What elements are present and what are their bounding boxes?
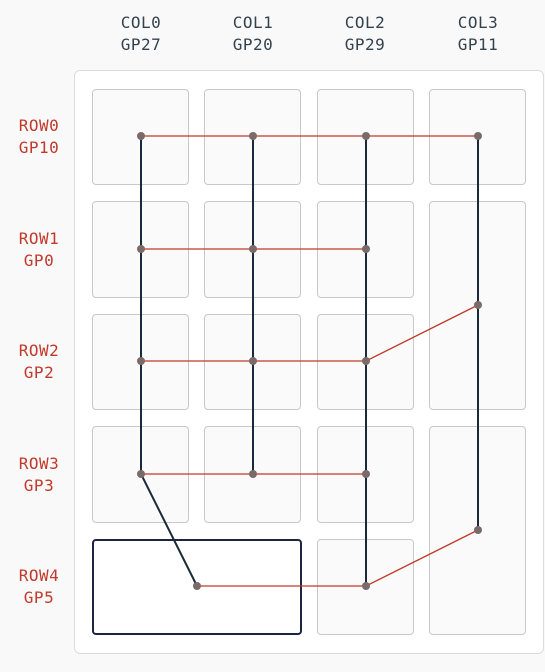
key-r3-c2[interactable] <box>317 426 414 523</box>
row-header-row0: ROW0 GP10 <box>0 115 78 159</box>
column-name: COL3 <box>457 13 499 32</box>
key-r2-c0[interactable] <box>92 314 189 410</box>
row-header-row2: ROW2 GP2 <box>0 340 78 384</box>
row-name: ROW2 <box>18 341 60 360</box>
key-r3-c1[interactable] <box>204 426 301 523</box>
row-name: ROW1 <box>18 229 60 248</box>
row-pin: GP3 <box>23 476 55 495</box>
key-r3r4-c3-tall[interactable] <box>429 426 526 635</box>
row-header-row1: ROW1 GP0 <box>0 228 78 272</box>
column-pin: GP11 <box>457 35 499 54</box>
key-r4-c0-wide-selected[interactable] <box>92 539 302 635</box>
row-pin: GP0 <box>23 251 55 270</box>
column-pin: GP20 <box>232 35 274 54</box>
key-r1r2-c3-tall[interactable] <box>429 201 526 410</box>
column-pin: GP29 <box>344 35 386 54</box>
key-r0-c3[interactable] <box>429 89 526 185</box>
row-pin: GP10 <box>18 138 60 157</box>
key-r4-c2[interactable] <box>317 539 414 635</box>
column-name: COL2 <box>344 13 386 32</box>
row-name: ROW4 <box>18 566 60 585</box>
key-r1-c2[interactable] <box>317 201 414 298</box>
key-r2-c1[interactable] <box>204 314 301 410</box>
row-name: ROW3 <box>18 454 60 473</box>
row-pin: GP5 <box>23 588 55 607</box>
column-header-col2: COL2 GP29 <box>310 12 420 56</box>
column-pin: GP27 <box>120 35 162 54</box>
key-r1-c0[interactable] <box>92 201 189 298</box>
row-pin: GP2 <box>23 363 55 382</box>
key-r0-c0[interactable] <box>92 89 189 185</box>
key-r0-c2[interactable] <box>317 89 414 185</box>
column-header-col3: COL3 GP11 <box>423 12 533 56</box>
key-r2-c2[interactable] <box>317 314 414 410</box>
column-header-col0: COL0 GP27 <box>86 12 196 56</box>
column-header-col1: COL1 GP20 <box>198 12 308 56</box>
column-name: COL0 <box>120 13 162 32</box>
key-r1-c1[interactable] <box>204 201 301 298</box>
row-name: ROW0 <box>18 116 60 135</box>
column-name: COL1 <box>232 13 274 32</box>
row-header-row4: ROW4 GP5 <box>0 565 78 609</box>
row-header-row3: ROW3 GP3 <box>0 453 78 497</box>
key-r3-c0[interactable] <box>92 426 189 523</box>
key-r0-c1[interactable] <box>204 89 301 185</box>
